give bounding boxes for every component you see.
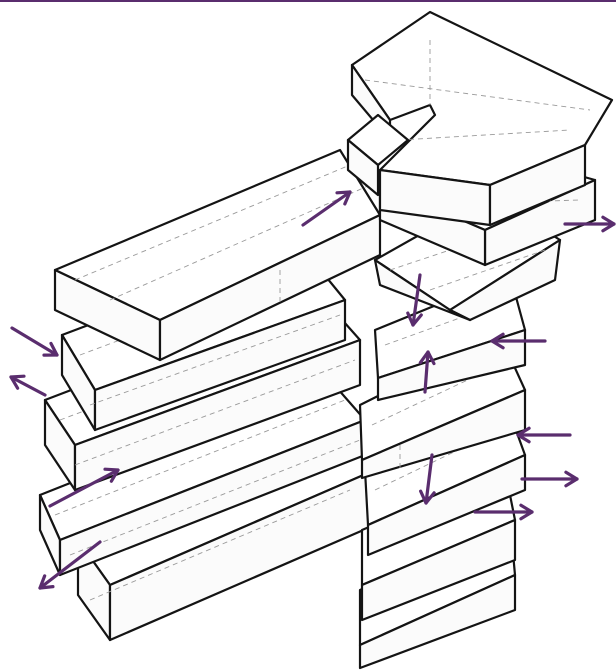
arrow-lower-left-in-head [103, 467, 120, 483]
arrow-lower-left-in-shaft [48, 468, 120, 508]
arrow-lower-left-in [48, 467, 120, 508]
arrow-top-left-in-shaft [301, 190, 352, 227]
arrow-tower-down-2 [419, 453, 436, 505]
arrow-left-in [10, 326, 59, 357]
left-wing [38, 148, 382, 642]
left-slab-4 [38, 378, 367, 577]
arrow-tower-down-1 [406, 273, 423, 327]
arrow-right-in-2-head [516, 426, 531, 444]
top-accent-bar [0, 0, 616, 2]
arrow-tower-up [418, 350, 436, 394]
arrow-right-out-2-head [519, 503, 534, 521]
arrow-tower-down-2-head [419, 489, 436, 505]
right-tower [346, 10, 614, 670]
arrow-left-out-head [9, 374, 26, 390]
arrow-bottom-left-out [38, 540, 102, 590]
arrow-left-out-shaft [9, 375, 47, 397]
arrow-right-out-2 [473, 503, 534, 521]
tower-block-small [346, 113, 410, 197]
arrow-left-in-head [42, 341, 59, 357]
arrow-right-out-1 [520, 470, 579, 488]
arrow-left-out [9, 374, 47, 397]
tower-block-l-shape [350, 10, 614, 227]
arrow-bottom-left-out-shaft [38, 540, 102, 590]
arrow-right-top-out-head [601, 215, 616, 233]
arrow-top-left-in-head [335, 190, 352, 206]
arrow-left-in-shaft [10, 326, 59, 357]
arrow-tower-down-2-shaft [424, 453, 434, 505]
arrow-tower-up-head [418, 350, 436, 366]
arrow-tower-down-1-shaft [411, 273, 422, 327]
arrow-bottom-left-out-head [38, 574, 55, 590]
arrow-right-in-1-head [490, 332, 505, 350]
arrow-right-in-2 [516, 426, 572, 444]
arrow-right-out-1-head [564, 470, 579, 488]
arrow-right-in-1 [490, 332, 547, 350]
arrow-tower-up-shaft [423, 350, 430, 394]
arrow-tower-down-1-head [406, 311, 423, 327]
arrows-layer [9, 190, 616, 590]
arrow-top-left-in [301, 190, 352, 227]
arrow-right-top-out [563, 215, 616, 233]
